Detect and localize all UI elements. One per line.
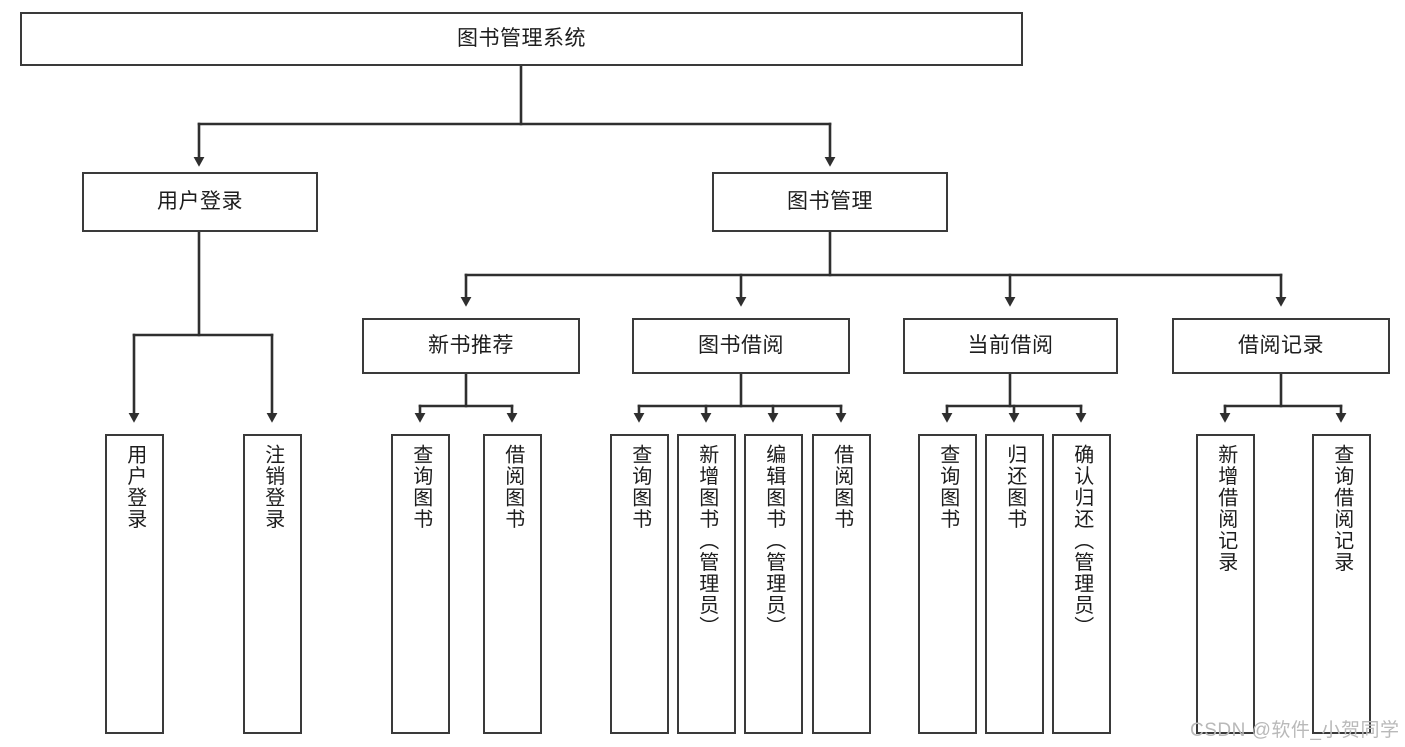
- node-label: 编辑图书（管理员）: [762, 444, 785, 638]
- node-label: 查询图书: [628, 444, 651, 530]
- node-label: 用户登录: [157, 189, 243, 213]
- node-label: 借阅图书: [830, 444, 853, 530]
- node-label: 图书借阅: [698, 333, 784, 357]
- node-leaf-query-book-recommend[interactable]: 查询图书: [391, 434, 450, 734]
- node-leaf-confirm-return-admin[interactable]: 确认归还（管理员）: [1052, 434, 1111, 734]
- node-leaf-return-book[interactable]: 归还图书: [985, 434, 1044, 734]
- node-leaf-add-borrow-record[interactable]: 新增借阅记录: [1196, 434, 1255, 734]
- node-leaf-query-book-borrow[interactable]: 查询图书: [610, 434, 669, 734]
- node-label: 借阅记录: [1238, 333, 1324, 357]
- node-label: 查询借阅记录: [1330, 444, 1353, 573]
- node-leaf-add-book-admin[interactable]: 新增图书（管理员）: [677, 434, 736, 734]
- node-label: 当前借阅: [967, 333, 1054, 357]
- node-borrow-record[interactable]: 借阅记录: [1172, 318, 1390, 374]
- node-leaf-logout[interactable]: 注销登录: [243, 434, 302, 734]
- node-leaf-edit-book-admin[interactable]: 编辑图书（管理员）: [744, 434, 803, 734]
- node-book-borrow[interactable]: 图书借阅: [632, 318, 850, 374]
- node-leaf-user-login[interactable]: 用户登录: [105, 434, 164, 734]
- node-label: 归还图书: [1003, 444, 1026, 530]
- node-label: 新增图书（管理员）: [695, 444, 718, 638]
- node-label: 图书管理: [787, 189, 873, 213]
- node-new-book-recommend[interactable]: 新书推荐: [362, 318, 580, 374]
- node-root-library-management-system[interactable]: 图书管理系统: [20, 12, 1023, 66]
- node-label: 注销登录: [261, 444, 284, 530]
- node-leaf-query-borrow-record[interactable]: 查询借阅记录: [1312, 434, 1371, 734]
- node-label: 图书管理系统: [457, 26, 586, 50]
- node-label: 查询图书: [936, 444, 959, 530]
- node-user-login[interactable]: 用户登录: [82, 172, 318, 232]
- node-label: 确认归还（管理员）: [1070, 444, 1093, 638]
- node-label: 借阅图书: [501, 444, 524, 530]
- node-label: 用户登录: [123, 444, 146, 530]
- node-current-borrow[interactable]: 当前借阅: [903, 318, 1118, 374]
- node-label: 新书推荐: [428, 333, 514, 357]
- node-label: 查询图书: [409, 444, 432, 530]
- node-leaf-query-book-current[interactable]: 查询图书: [918, 434, 977, 734]
- node-leaf-borrow-book-recommend[interactable]: 借阅图书: [483, 434, 542, 734]
- node-label: 新增借阅记录: [1214, 444, 1237, 573]
- node-book-management[interactable]: 图书管理: [712, 172, 948, 232]
- node-leaf-borrow-book[interactable]: 借阅图书: [812, 434, 871, 734]
